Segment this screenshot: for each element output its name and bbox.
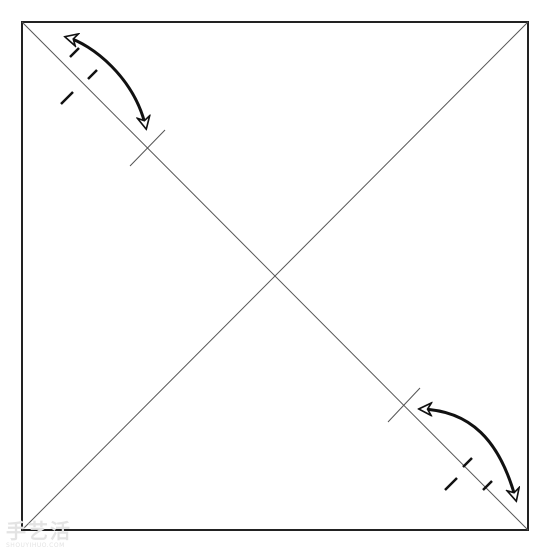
fold-mark-upper-left — [129, 129, 166, 167]
fold-arrow-lower-right — [420, 409, 516, 500]
diagonal-crease-bl-tr — [21, 21, 529, 531]
fold-arrow-upper-left — [66, 37, 146, 128]
fold-mark-lower-right — [387, 387, 421, 423]
watermark-text: 手艺活 — [6, 519, 72, 543]
watermark-url: SHOUYIHUO.COM — [6, 542, 65, 549]
watermark: 手艺活 SHOUYIHUO.COM — [6, 520, 106, 550]
